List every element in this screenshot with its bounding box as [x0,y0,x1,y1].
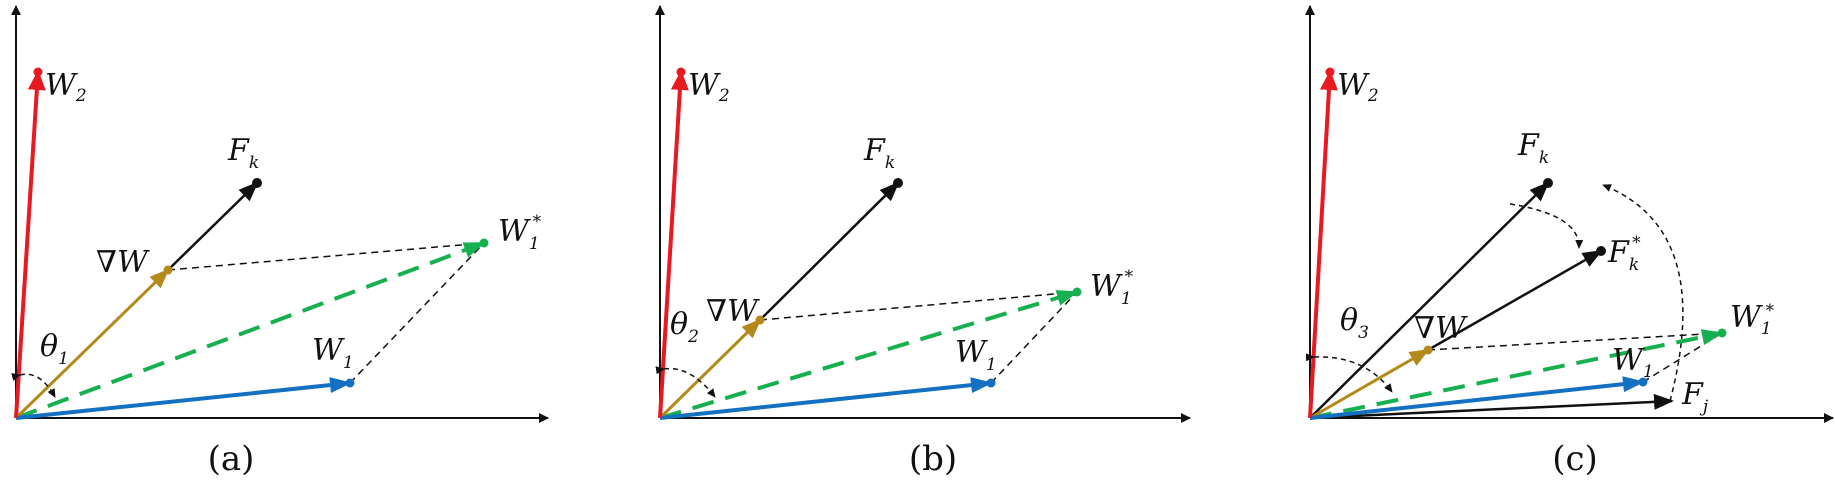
w2-label: W2 [45,68,87,106]
panel-a: W2 Fk ∇W W1* W1 θ1 (a) [11,5,549,479]
w1star-vector [659,290,1079,420]
panel-c: W2 Fk Fk* ∇W W1* W1 Fj θ3 (c) [1305,5,1834,479]
w2-label: W2 [688,68,730,106]
w1-point [1638,377,1648,387]
theta-label: θ1 [40,329,69,369]
w2-point [676,67,686,77]
w1-label: W1 [1612,343,1654,382]
grad-vector [14,268,170,420]
grad-label: ∇W [1414,311,1468,346]
dashed-grad-to-w1star [167,242,485,271]
w1star-point [1717,328,1727,338]
grad-point [163,265,173,275]
dashed-grad-to-w1star [1427,332,1723,351]
fk-point [252,178,262,188]
grad-label: ∇W [96,245,150,280]
fj-label: Fj [1681,377,1709,417]
fkstar-vector [1427,249,1603,352]
w1-label: W1 [312,333,354,373]
grad-label: ∇W [706,294,760,329]
fk-vector [759,181,900,321]
dashed-grad-to-w1star [759,291,1078,321]
theta-label: θ3 [1340,303,1369,343]
fk-point [1543,178,1553,188]
w1star-label: W1* [1730,300,1775,339]
w1-point [345,378,355,388]
w1-label: W1 [955,335,997,375]
fk-vector [167,181,259,271]
caption-b: (b) [909,439,957,477]
w1star-vector [15,241,486,420]
fk-label: Fk [1517,128,1549,168]
w1star-label: W1* [1090,267,1134,309]
fj-vector [1309,393,1674,420]
theta-label: θ2 [670,307,699,347]
w1-point [986,378,996,388]
w1star-label: W1* [498,212,542,254]
w2-vector [658,70,689,419]
w1-vector [15,377,352,420]
w1star-point [1072,287,1082,297]
w1-vector [1309,376,1645,420]
fkstar-point [1596,246,1606,256]
theta-arc [11,373,56,398]
theta-arc [1305,353,1393,393]
caption-c: (c) [1552,439,1598,477]
grad-point [1423,345,1433,355]
w2-label: W2 [1337,68,1379,106]
grad-point [755,315,765,325]
dashed-w1-to-w1star [349,242,485,384]
fk-label: Fk [863,133,895,173]
panel-b: W2 Fk ∇W W1* W1 θ2 (b) [655,5,1191,479]
w1star-vector [1309,329,1724,420]
w1star-point [479,238,489,248]
caption-a: (a) [208,439,255,477]
w2-vector [14,70,46,419]
fk-label: Fk [227,133,259,173]
fk-point [893,178,903,188]
fkstar-label: Fk* [1607,233,1641,275]
w1-vector [659,377,993,420]
w2-point [1325,67,1335,77]
w2-point [33,67,43,77]
dashed-w1-to-w1star [990,291,1078,384]
theta-arc [655,366,716,398]
w2-vector [1308,70,1338,419]
